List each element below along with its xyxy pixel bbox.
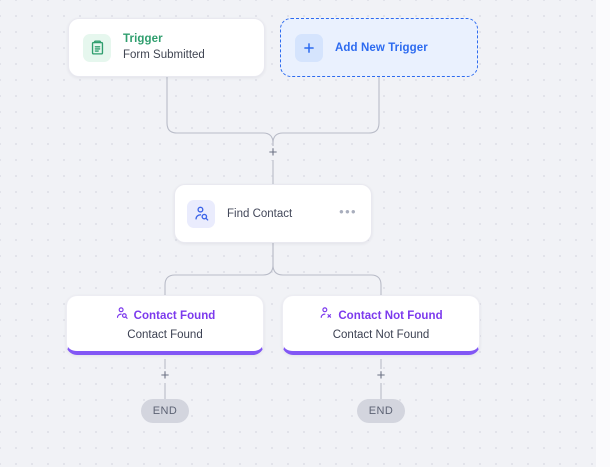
branch-header: Contact Found <box>115 306 216 325</box>
overflow-menu-icon[interactable]: ••• <box>339 204 357 219</box>
find-contact-node[interactable]: Find Contact ••• <box>174 184 372 243</box>
person-x-icon <box>319 306 333 325</box>
add-step-button-contact-found[interactable]: + <box>158 368 172 383</box>
branch-subtitle: Contact Not Found <box>332 329 430 341</box>
branch-title: Contact Not Found <box>338 309 443 322</box>
end-badge-contact-found: END <box>141 399 189 423</box>
trigger-title: Trigger <box>123 33 163 46</box>
add-step-button-main[interactable]: + <box>266 145 280 160</box>
end-badge-contact-not-found: END <box>357 399 405 423</box>
branch-node-contact-not-found[interactable]: Contact Not Found Contact Not Found <box>282 295 480 355</box>
trigger-text-block: Trigger Form Submitted <box>123 32 205 62</box>
person-search-icon <box>187 199 215 228</box>
branch-header: Contact Not Found <box>319 306 443 325</box>
branch-title: Contact Found <box>133 309 216 322</box>
branch-subtitle: Contact Found <box>127 329 203 341</box>
trigger-subtitle: Form Submitted <box>123 49 205 61</box>
person-search-icon <box>115 306 129 325</box>
trigger-node[interactable]: Trigger Form Submitted <box>68 18 265 77</box>
add-new-trigger-node[interactable]: Add New Trigger <box>280 18 478 77</box>
add-new-trigger-label: Add New Trigger <box>335 41 428 54</box>
find-contact-label: Find Contact <box>227 207 293 220</box>
add-step-button-contact-not-found[interactable]: + <box>374 368 388 383</box>
clipboard-icon <box>83 33 111 62</box>
canvas-right-gutter <box>596 0 610 467</box>
plus-icon <box>295 33 323 62</box>
branch-node-contact-found[interactable]: Contact Found Contact Found <box>66 295 264 355</box>
